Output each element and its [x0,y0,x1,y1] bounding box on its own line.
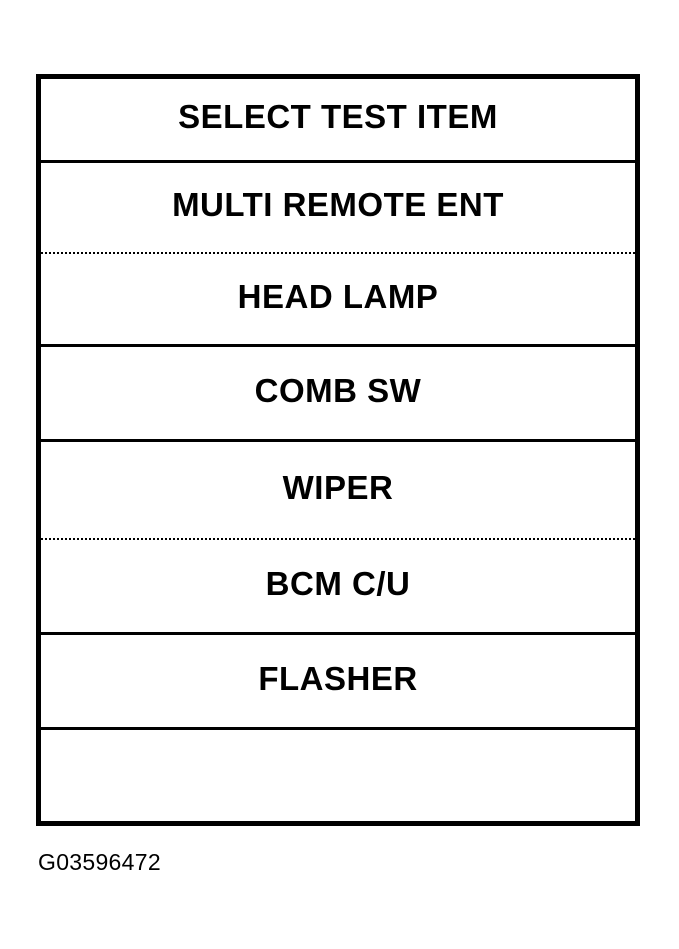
menu-item-label: WIPER [282,468,394,506]
menu-item-multi-remote-ent[interactable]: MULTI REMOTE ENT [41,163,635,254]
figure-caption: G03596472 [38,849,161,875]
screen-title: SELECT TEST ITEM [178,98,498,135]
menu-item-head-lamp[interactable]: HEAD LAMP [41,254,635,347]
menu-item-label: COMB SW [254,371,422,409]
menu-item-label: BCM C/U [265,564,411,602]
menu-row-list: SELECT TEST ITEM MULTI REMOTE ENT HEAD LAM… [41,79,635,821]
menu-item-flasher[interactable]: FLASHER [41,635,635,730]
select-test-item-screen: SELECT TEST ITEM MULTI REMOTE ENT HEAD LAM… [36,74,640,826]
menu-item-label: MULTI REMOTE ENT [172,186,504,223]
menu-row-empty [41,730,635,821]
menu-item-comb-sw[interactable]: COMB SW [41,347,635,442]
menu-item-wiper[interactable]: WIPER [41,442,635,540]
menu-item-bcm-c-u[interactable]: BCM C/U [41,540,635,635]
menu-item-label: HEAD LAMP [237,277,439,315]
menu-header-row[interactable]: SELECT TEST ITEM [41,79,635,163]
menu-item-label: FLASHER [258,659,418,697]
